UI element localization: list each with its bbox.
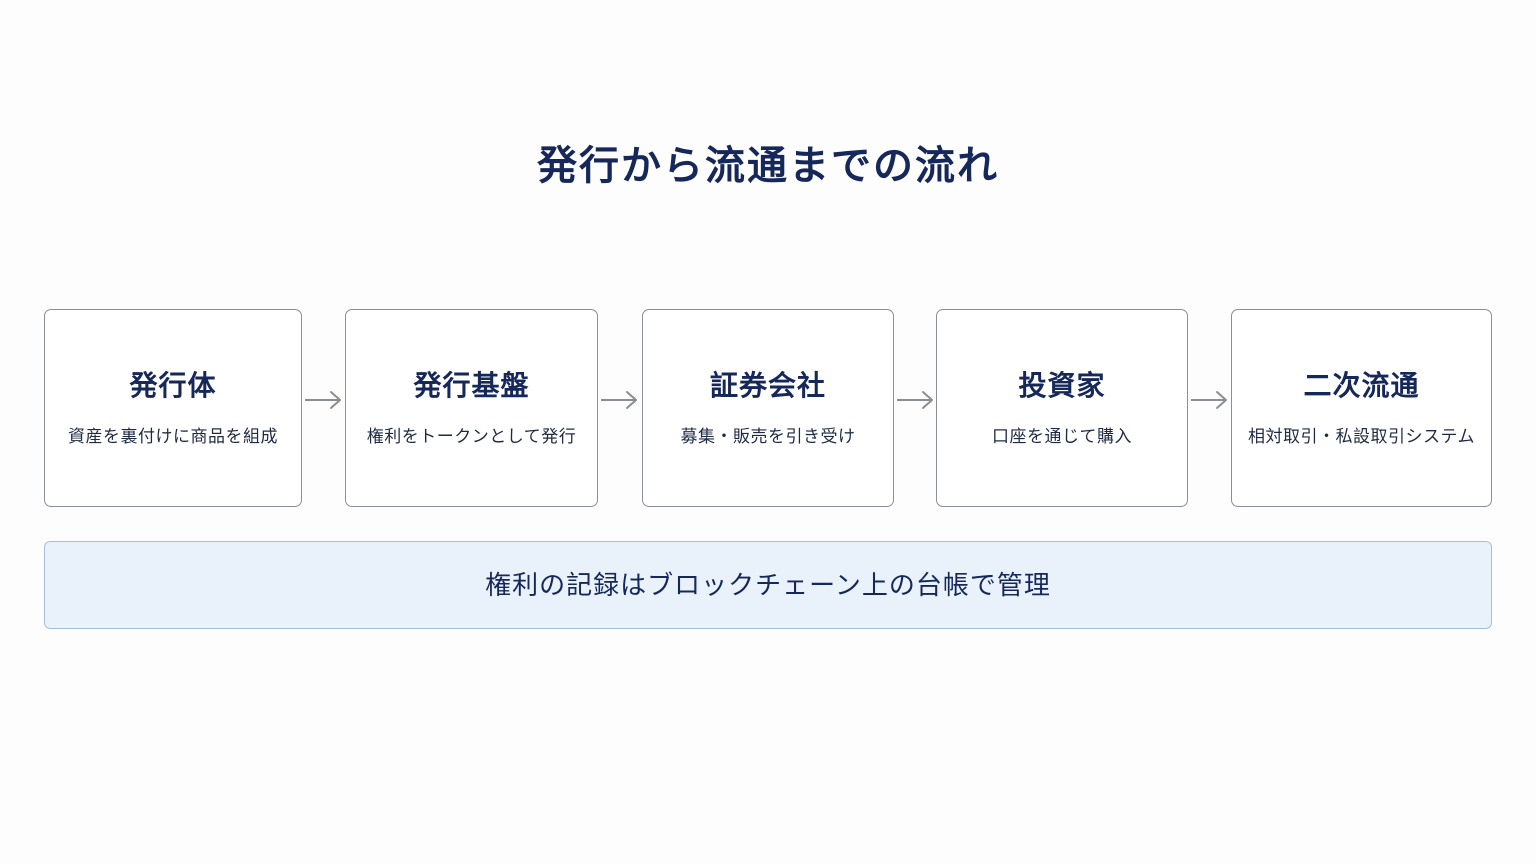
step-description: 資産を裏付けに商品を組成 <box>68 427 278 447</box>
flow-step-issuance-platform: 発行基盤 権利をトークンとして発行 <box>345 309 598 507</box>
flow-step-issuer: 発行体 資産を裏付けに商品を組成 <box>44 309 302 507</box>
page-title: 発行から流通までの流れ <box>537 143 999 189</box>
step-description: 口座を通じて購入 <box>992 427 1132 447</box>
step-description: 募集・販売を引き受け <box>680 427 856 447</box>
step-description: 権利をトークンとして発行 <box>366 427 577 447</box>
ledger-note-banner: 権利の記録はブロックチェーン上の台帳で管理 <box>44 541 1492 629</box>
flow-step-securities-company: 証券会社 募集・販売を引き受け <box>642 309 894 507</box>
ledger-note-text: 権利の記録はブロックチェーン上の台帳で管理 <box>485 571 1051 601</box>
right-arrow-icon <box>1191 391 1227 409</box>
step-title: 投資家 <box>1018 369 1106 402</box>
flow-step-investor: 投資家 口座を通じて購入 <box>936 309 1188 507</box>
step-title: 証券会社 <box>709 369 826 402</box>
right-arrow-icon <box>601 391 637 409</box>
flow-step-secondary-market: 二次流通 相対取引・私設取引システム <box>1231 309 1492 507</box>
step-description: 相対取引・私設取引システム <box>1248 427 1475 447</box>
right-arrow-icon <box>305 391 341 409</box>
step-title: 発行基盤 <box>413 369 530 402</box>
right-arrow-icon <box>897 391 933 409</box>
step-title: 二次流通 <box>1303 369 1420 402</box>
step-title: 発行体 <box>129 369 217 402</box>
